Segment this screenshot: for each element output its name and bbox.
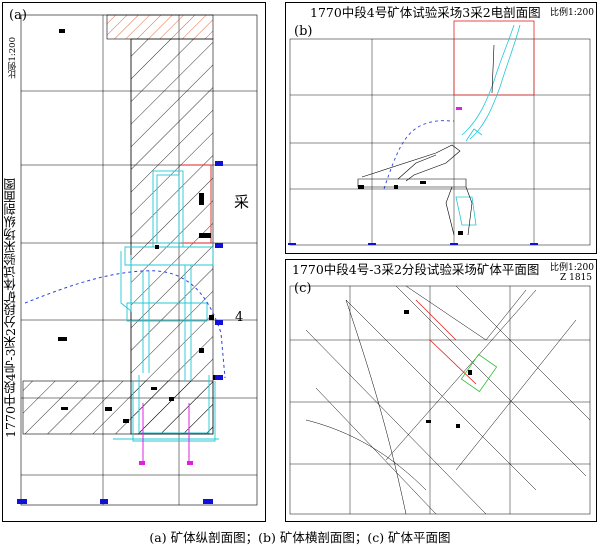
stope-label: 采 xyxy=(234,193,250,211)
diagonal-lines xyxy=(305,285,591,515)
blue-dashed-contour xyxy=(24,270,226,379)
stope-number: 4 xyxy=(235,310,244,325)
grid-lines xyxy=(290,39,590,245)
scale-label: 比例1:200 xyxy=(8,37,18,79)
blue-grid-markers xyxy=(288,243,538,245)
elevation-label: Z 1815 xyxy=(560,273,593,283)
red-outline xyxy=(181,164,212,244)
blue-grid-markers xyxy=(17,161,223,504)
scale-label: 比例1:200 xyxy=(550,8,594,18)
cross-section-drawing xyxy=(288,20,591,246)
panel-tag: (c) xyxy=(294,281,312,296)
panel-title: 1770中段4号-3采2分段试验采场矿体平面图 xyxy=(292,262,540,277)
panel-tag: (b) xyxy=(294,24,313,39)
plan-view-drawing xyxy=(289,285,591,515)
magenta-marker xyxy=(187,461,193,465)
panel-cross-section: 1770中段4号矿体试验采场3采2电剖面图 比例1:200 (b) xyxy=(285,2,597,254)
grid-lines xyxy=(290,286,590,514)
red-outline xyxy=(453,20,535,96)
grid-frame xyxy=(289,38,591,246)
magenta-marker xyxy=(456,107,462,110)
red-outline xyxy=(415,299,477,385)
orange-hatched-block xyxy=(106,14,214,40)
longitudinal-section-drawing xyxy=(17,14,258,506)
green-outline xyxy=(460,353,498,393)
cyan-orebody xyxy=(455,24,521,226)
panel-tag: (a) xyxy=(9,8,27,23)
panel-title: 1770中段4号矿体试验采场3采2电剖面图 xyxy=(310,5,541,20)
scale-label: 比例1:200 xyxy=(550,263,594,273)
panel-longitudinal-section: (a) 比例1:200 1770中段4号-3采2分段矿体试验采场纵剖面图 采 4 xyxy=(2,2,266,522)
drift-outlines xyxy=(357,44,495,236)
panel-plan-view: 1770中段4号-3采2分段试验采场矿体平面图 比例1:200 Z 1815 (… xyxy=(285,259,597,522)
magenta-drillholes xyxy=(142,403,190,461)
vertical-title: 1770中段4号-3采2分段矿体试验采场纵剖面图 xyxy=(3,178,18,438)
black-marks xyxy=(358,181,463,235)
black-marks xyxy=(404,310,472,428)
hatched-ore-band xyxy=(22,380,214,435)
magenta-marker xyxy=(139,461,145,465)
figure-caption: (a) 矿体纵剖面图；(b) 矿体横剖面图；(c) 矿体平面图 xyxy=(149,530,451,545)
grid-frame xyxy=(289,285,591,515)
cyan-workings xyxy=(113,170,219,442)
